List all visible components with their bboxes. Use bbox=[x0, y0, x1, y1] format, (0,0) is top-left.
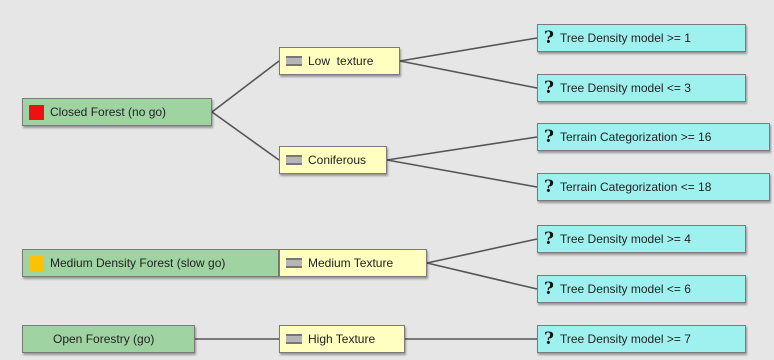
question-icon: ? bbox=[544, 228, 554, 249]
connector-line bbox=[399, 60, 538, 89]
red-swatch-icon bbox=[29, 104, 44, 120]
rule-node[interactable]: ? Tree Density model <= 6 bbox=[537, 275, 746, 303]
connector-line bbox=[211, 111, 280, 161]
attribute-node-label: High Texture bbox=[308, 332, 376, 346]
connector-line bbox=[386, 159, 538, 188]
attribute-node-label: Medium Texture bbox=[308, 256, 394, 270]
class-node-label: Open Forestry (go) bbox=[53, 332, 155, 346]
connector-line bbox=[211, 60, 280, 113]
connector-line bbox=[399, 37, 538, 62]
rule-node-label: Tree Density model >= 1 bbox=[559, 31, 691, 45]
rule-node[interactable]: ? Terrain Categorization >= 16 bbox=[537, 123, 770, 151]
attribute-bar-icon bbox=[286, 258, 302, 268]
rule-node-label: Terrain Categorization <= 18 bbox=[559, 180, 712, 194]
question-icon: ? bbox=[544, 278, 554, 299]
attribute-bar-icon bbox=[286, 155, 302, 165]
question-icon: ? bbox=[544, 27, 554, 48]
rule-node-label: Tree Density model <= 6 bbox=[559, 282, 691, 296]
attribute-node-high-texture[interactable]: High Texture bbox=[279, 325, 405, 353]
attribute-node-low-texture[interactable]: Low texture bbox=[279, 47, 400, 75]
class-node-label: Closed Forest (no go) bbox=[50, 105, 167, 119]
class-node-medium-density-forest[interactable]: Medium Density Forest (slow go) bbox=[22, 249, 279, 277]
attribute-bar-icon bbox=[286, 56, 302, 66]
class-node-label: Medium Density Forest (slow go) bbox=[50, 256, 226, 270]
rule-node-label: Tree Density model <= 3 bbox=[559, 81, 691, 95]
class-node-open-forestry[interactable]: Open Forestry (go) bbox=[22, 325, 195, 353]
connector-line bbox=[386, 136, 538, 161]
question-icon: ? bbox=[544, 176, 554, 197]
attribute-node-coniferous[interactable]: Coniferous bbox=[279, 146, 387, 174]
question-icon: ? bbox=[544, 77, 554, 98]
rule-node[interactable]: ? Tree Density model >= 1 bbox=[537, 24, 746, 52]
attribute-node-label: Low texture bbox=[308, 54, 374, 68]
rule-node[interactable]: ? Tree Density model >= 7 bbox=[537, 325, 746, 353]
class-node-closed-forest[interactable]: Closed Forest (no go) bbox=[22, 98, 212, 126]
rule-node-label: Terrain Categorization >= 16 bbox=[559, 130, 712, 144]
rule-node[interactable]: ? Tree Density model <= 3 bbox=[537, 74, 746, 102]
connector-line bbox=[426, 238, 538, 264]
orange-swatch-icon bbox=[29, 255, 44, 271]
question-icon: ? bbox=[544, 328, 554, 349]
attribute-bar-icon bbox=[286, 334, 302, 344]
connector-line bbox=[426, 262, 538, 290]
rule-node-label: Tree Density model >= 4 bbox=[559, 232, 691, 246]
rule-node[interactable]: ? Terrain Categorization <= 18 bbox=[537, 173, 770, 201]
rule-node-label: Tree Density model >= 7 bbox=[559, 332, 691, 346]
question-icon: ? bbox=[544, 126, 554, 147]
rule-node[interactable]: ? Tree Density model >= 4 bbox=[537, 225, 746, 253]
attribute-node-label: Coniferous bbox=[308, 153, 367, 167]
attribute-node-medium-texture[interactable]: Medium Texture bbox=[279, 249, 427, 277]
